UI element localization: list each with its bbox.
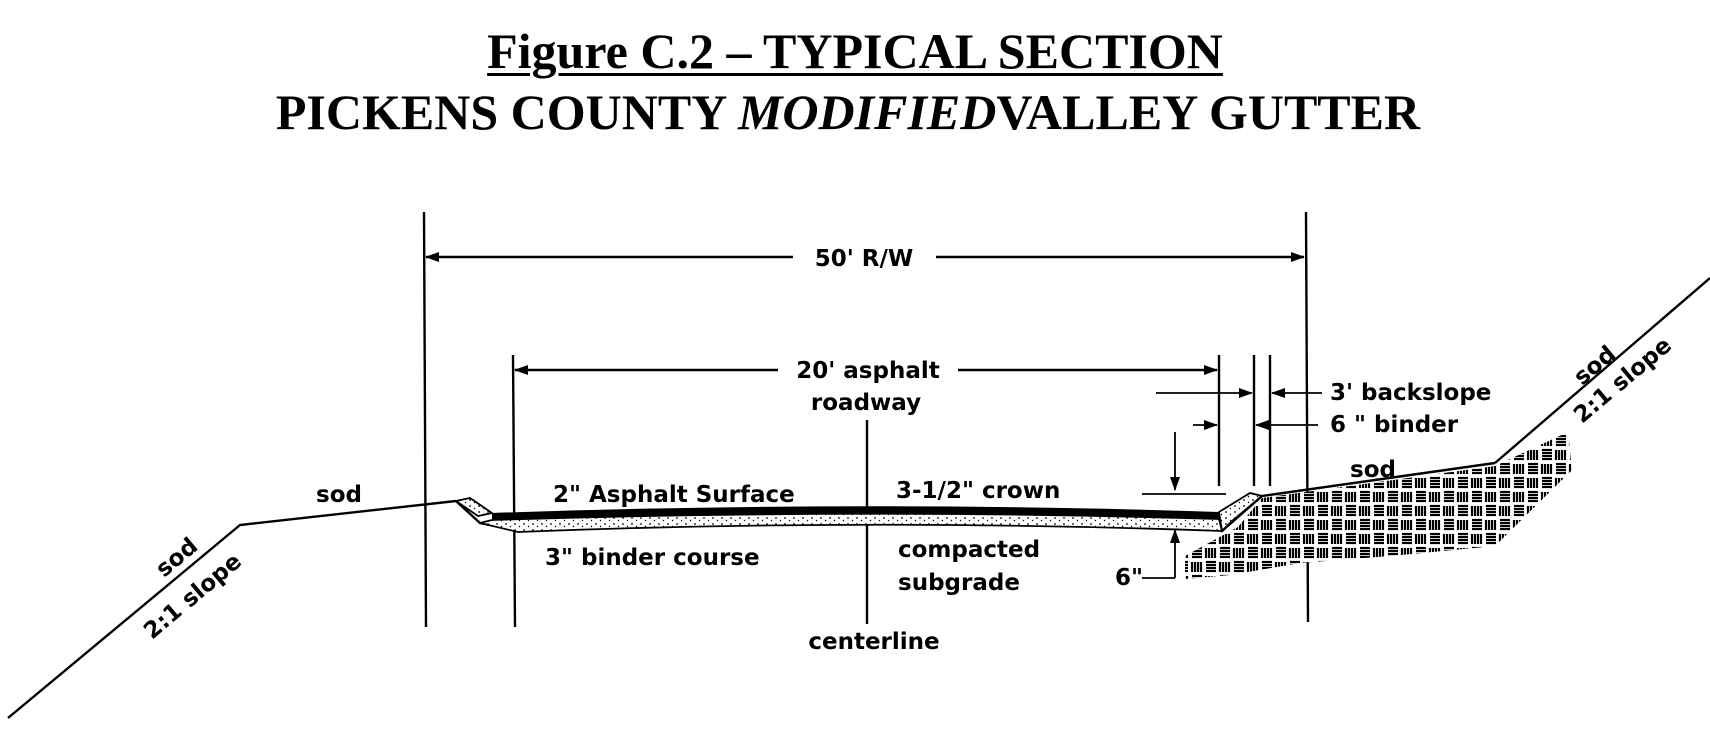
figure-title-line2: PICKENS COUNTY MODIFIEDVALLEY GUTTER xyxy=(0,82,1710,142)
centerline-label: centerline xyxy=(808,629,939,655)
ground-right-slope xyxy=(1494,277,1710,464)
title-suffix: VALLEY GUTTER xyxy=(996,84,1421,140)
hatched-fill xyxy=(1185,432,1572,579)
subgrade-label-line1: compacted xyxy=(898,537,1040,563)
row-left-line xyxy=(422,211,428,628)
asphalt-surface-label: 2" Asphalt Surface xyxy=(553,482,795,508)
roadway-left-edge xyxy=(511,354,517,628)
binder-width-label: 6 " binder xyxy=(1330,412,1459,438)
roadway-label-line2: roadway xyxy=(811,390,921,416)
sod-left-top-label: sod xyxy=(316,482,362,508)
depth-label: 6" xyxy=(1115,565,1143,591)
figure-title-line1: Figure C.2 – TYPICAL SECTION xyxy=(487,23,1223,79)
figure-title: Figure C.2 – TYPICAL SECTION PICKENS COU… xyxy=(0,22,1710,142)
roadway-label-line1: 20' asphalt xyxy=(796,358,940,384)
title-italic-word: MODIFIED xyxy=(737,84,997,140)
ground-right-backslope xyxy=(1221,461,1496,532)
title-prefix: PICKENS COUNTY xyxy=(275,84,738,140)
backslope-label: 3' backslope xyxy=(1330,380,1491,406)
binder-course-layer xyxy=(479,512,1224,533)
ground-left xyxy=(7,499,457,719)
row-width-label: 50' R/W xyxy=(815,246,914,272)
binder-course-label: 3" binder course xyxy=(545,545,760,571)
subgrade-label-line2: subgrade xyxy=(898,570,1020,596)
sod-left-slope-label: sod xyxy=(151,533,203,582)
crown-label: 3-1/2" crown xyxy=(896,478,1060,504)
sod-right-top-label: sod xyxy=(1350,457,1396,483)
